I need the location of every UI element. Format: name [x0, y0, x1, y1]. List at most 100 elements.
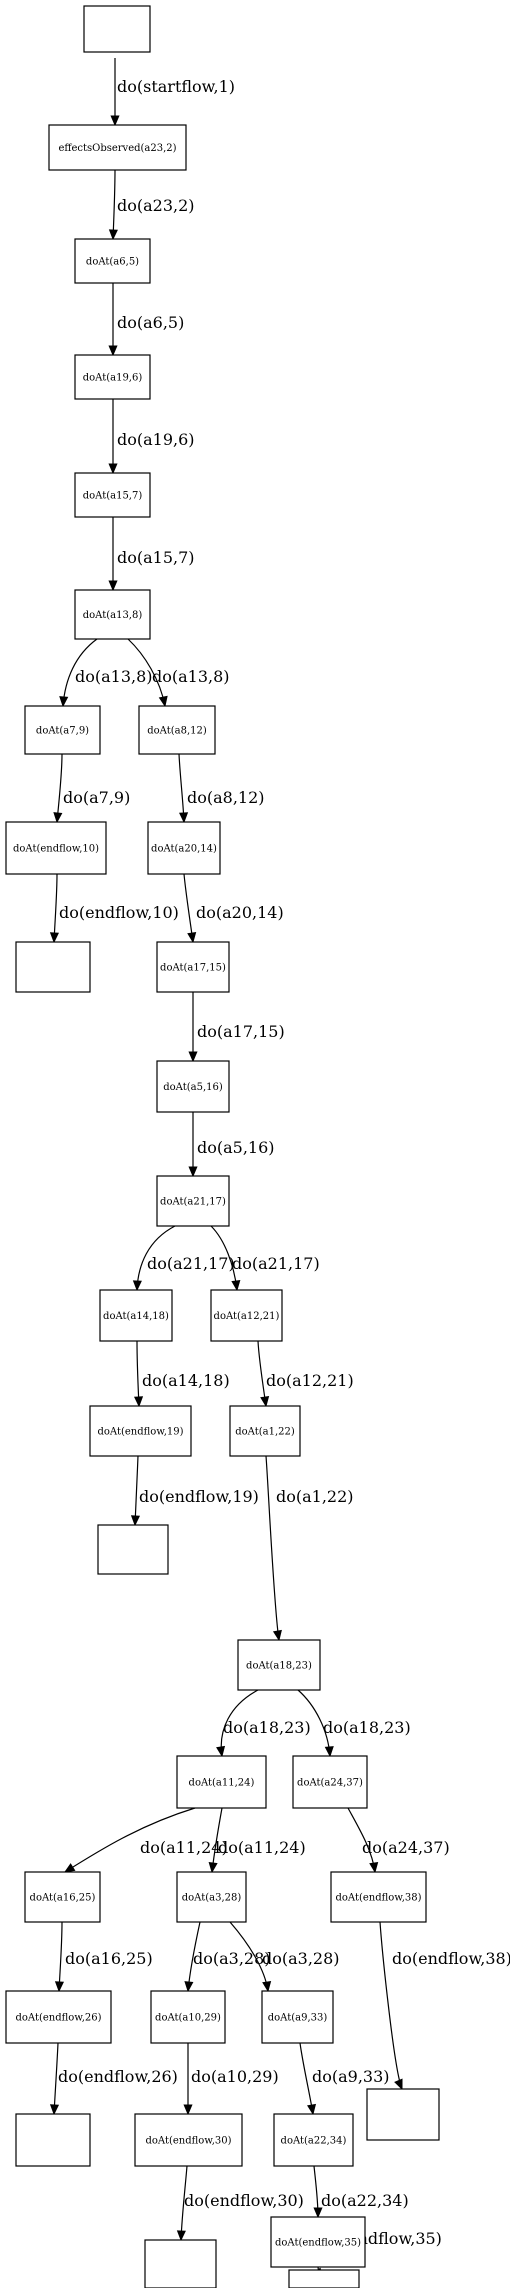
- edge: do(a12,21): [257, 1340, 354, 1408]
- arrowhead: [179, 812, 189, 824]
- node-box: [176, 1871, 247, 1923]
- node: doAt(a24,37): [292, 1755, 368, 1809]
- node-label: doAt(endflow,30): [145, 2136, 231, 2147]
- arrowhead: [188, 1051, 198, 1063]
- edge-line: [379, 1921, 403, 2090]
- node-label: doAt(a14,18): [103, 1311, 169, 1322]
- edge: do(a1,22): [265, 1455, 354, 1642]
- edge-label: do(a19,6): [117, 430, 195, 449]
- edge-label: do(a21,17): [147, 1254, 235, 1273]
- arrowhead: [108, 463, 118, 475]
- node: doAt(a22,34): [273, 2113, 354, 2167]
- terminal-node: [97, 1524, 169, 1575]
- node: doAt(endflow,19): [89, 1405, 192, 1457]
- node-box: [270, 2216, 366, 2268]
- node: doAt(a10,29): [150, 1990, 226, 2044]
- node: doAt(a9,33): [261, 1990, 334, 2044]
- edge-line: [58, 1921, 63, 1992]
- edge: do(a8,12): [178, 753, 265, 824]
- edge-label: do(endflow,10): [59, 903, 179, 922]
- node-box: [176, 1755, 267, 1809]
- edge: do(a7,9): [53, 753, 130, 824]
- node: doAt(a11,24): [176, 1755, 267, 1809]
- node: doAt(a18,23): [237, 1639, 321, 1691]
- node: doAt(endflow,38): [330, 1871, 427, 1923]
- terminal-node: [15, 2113, 91, 2167]
- node: doAt(a20,14): [147, 821, 221, 875]
- arrowhead: [313, 2207, 323, 2219]
- edge-line: [134, 1455, 139, 1526]
- arrowhead: [54, 1981, 65, 1993]
- arrowhead: [187, 931, 197, 944]
- node: doAt(endflow,10): [5, 821, 107, 875]
- node: doAt(endflow,26): [5, 1990, 112, 2044]
- node-label: doAt(a13,8): [83, 610, 143, 621]
- node-label: doAt(endflow,35): [275, 2238, 361, 2249]
- edge: do(a19,6): [108, 399, 195, 475]
- edge: do(a5,16): [188, 1112, 275, 1178]
- node-box: [273, 2113, 354, 2167]
- node-label: doAt(a5,16): [163, 1082, 223, 1093]
- node-label: doAt(a15,7): [83, 491, 143, 502]
- edge-label: do(a22,34): [321, 2191, 409, 2210]
- arrowhead: [158, 695, 168, 708]
- edge-line: [265, 1455, 280, 1641]
- node-label: doAt(a12,21): [214, 1311, 280, 1322]
- edge-label: do(a6,5): [117, 313, 184, 332]
- node-label: doAt(a21,17): [160, 1197, 226, 1208]
- node-box: [144, 2239, 217, 2288]
- node-box: [288, 2269, 360, 2288]
- node-box: [237, 1639, 321, 1691]
- arrowhead: [394, 2078, 403, 2091]
- edge: do(a16,25): [54, 1921, 153, 1993]
- node-box: [292, 1755, 368, 1809]
- node: doAt(a12,21): [210, 1289, 283, 1342]
- edge: do(a14,18): [133, 1340, 230, 1408]
- edge-line: [183, 873, 194, 943]
- node-box: [83, 5, 151, 53]
- node: effectsObserved(a23,2): [48, 124, 187, 171]
- terminal-node: [366, 2088, 440, 2141]
- edge-label: do(a24,37): [362, 1838, 450, 1857]
- node-label: doAt(a7,9): [36, 726, 89, 737]
- edge-label: do(a13,8): [75, 667, 153, 686]
- nodes-layer: effectsObserved(a23,2)doAt(a6,5)doAt(a19…: [5, 5, 440, 2288]
- edge: do(endflow,10): [49, 873, 179, 944]
- edge-label: do(a10,29): [191, 2067, 279, 2086]
- node-label: doAt(a9,33): [268, 2013, 328, 2024]
- edge: do(a11,24): [63, 1807, 228, 1873]
- node-box: [156, 941, 230, 993]
- node: doAt(a1,22): [229, 1405, 301, 1457]
- edge-label: do(a3,28): [193, 1949, 271, 1968]
- node-label: doAt(endflow,26): [15, 2013, 101, 2024]
- edge-label: do(endflow,19): [139, 1487, 259, 1506]
- node: doAt(a19,6): [74, 354, 151, 400]
- node-box: [330, 1871, 427, 1923]
- edge: do(a20,14): [183, 873, 284, 944]
- edge-label: do(a18,23): [223, 1718, 311, 1737]
- edge: do(a13,8): [59, 638, 153, 708]
- node-label: doAt(a3,28): [182, 1893, 242, 1904]
- edge-label: do(a3,28): [262, 1949, 340, 1968]
- arrowhead: [110, 115, 120, 127]
- node-box: [48, 124, 187, 171]
- node-label: effectsObserved(a23,2): [58, 143, 176, 154]
- edge: do(a17,15): [188, 992, 285, 1063]
- edge: do(a6,5): [108, 283, 184, 357]
- edge: do(startflow,1): [110, 57, 235, 127]
- node: doAt(a5,16): [156, 1060, 230, 1113]
- node: doAt(a8,12): [138, 705, 216, 755]
- arrowhead: [49, 2104, 60, 2116]
- edge-line: [64, 1807, 196, 1873]
- terminal-node: [288, 2269, 360, 2288]
- node-box: [15, 941, 91, 993]
- node-box: [261, 1990, 334, 2044]
- edges-layer: do(startflow,1)do(a23,2)do(a6,5)do(a19,6…: [49, 57, 510, 2280]
- terminal-node: [144, 2239, 217, 2288]
- node-box: [156, 1060, 230, 1113]
- node-box: [97, 1524, 169, 1575]
- arrowhead: [260, 1395, 270, 1408]
- node: doAt(a21,17): [156, 1175, 230, 1227]
- node-label: doAt(a19,6): [83, 373, 143, 384]
- arrowhead: [108, 229, 118, 241]
